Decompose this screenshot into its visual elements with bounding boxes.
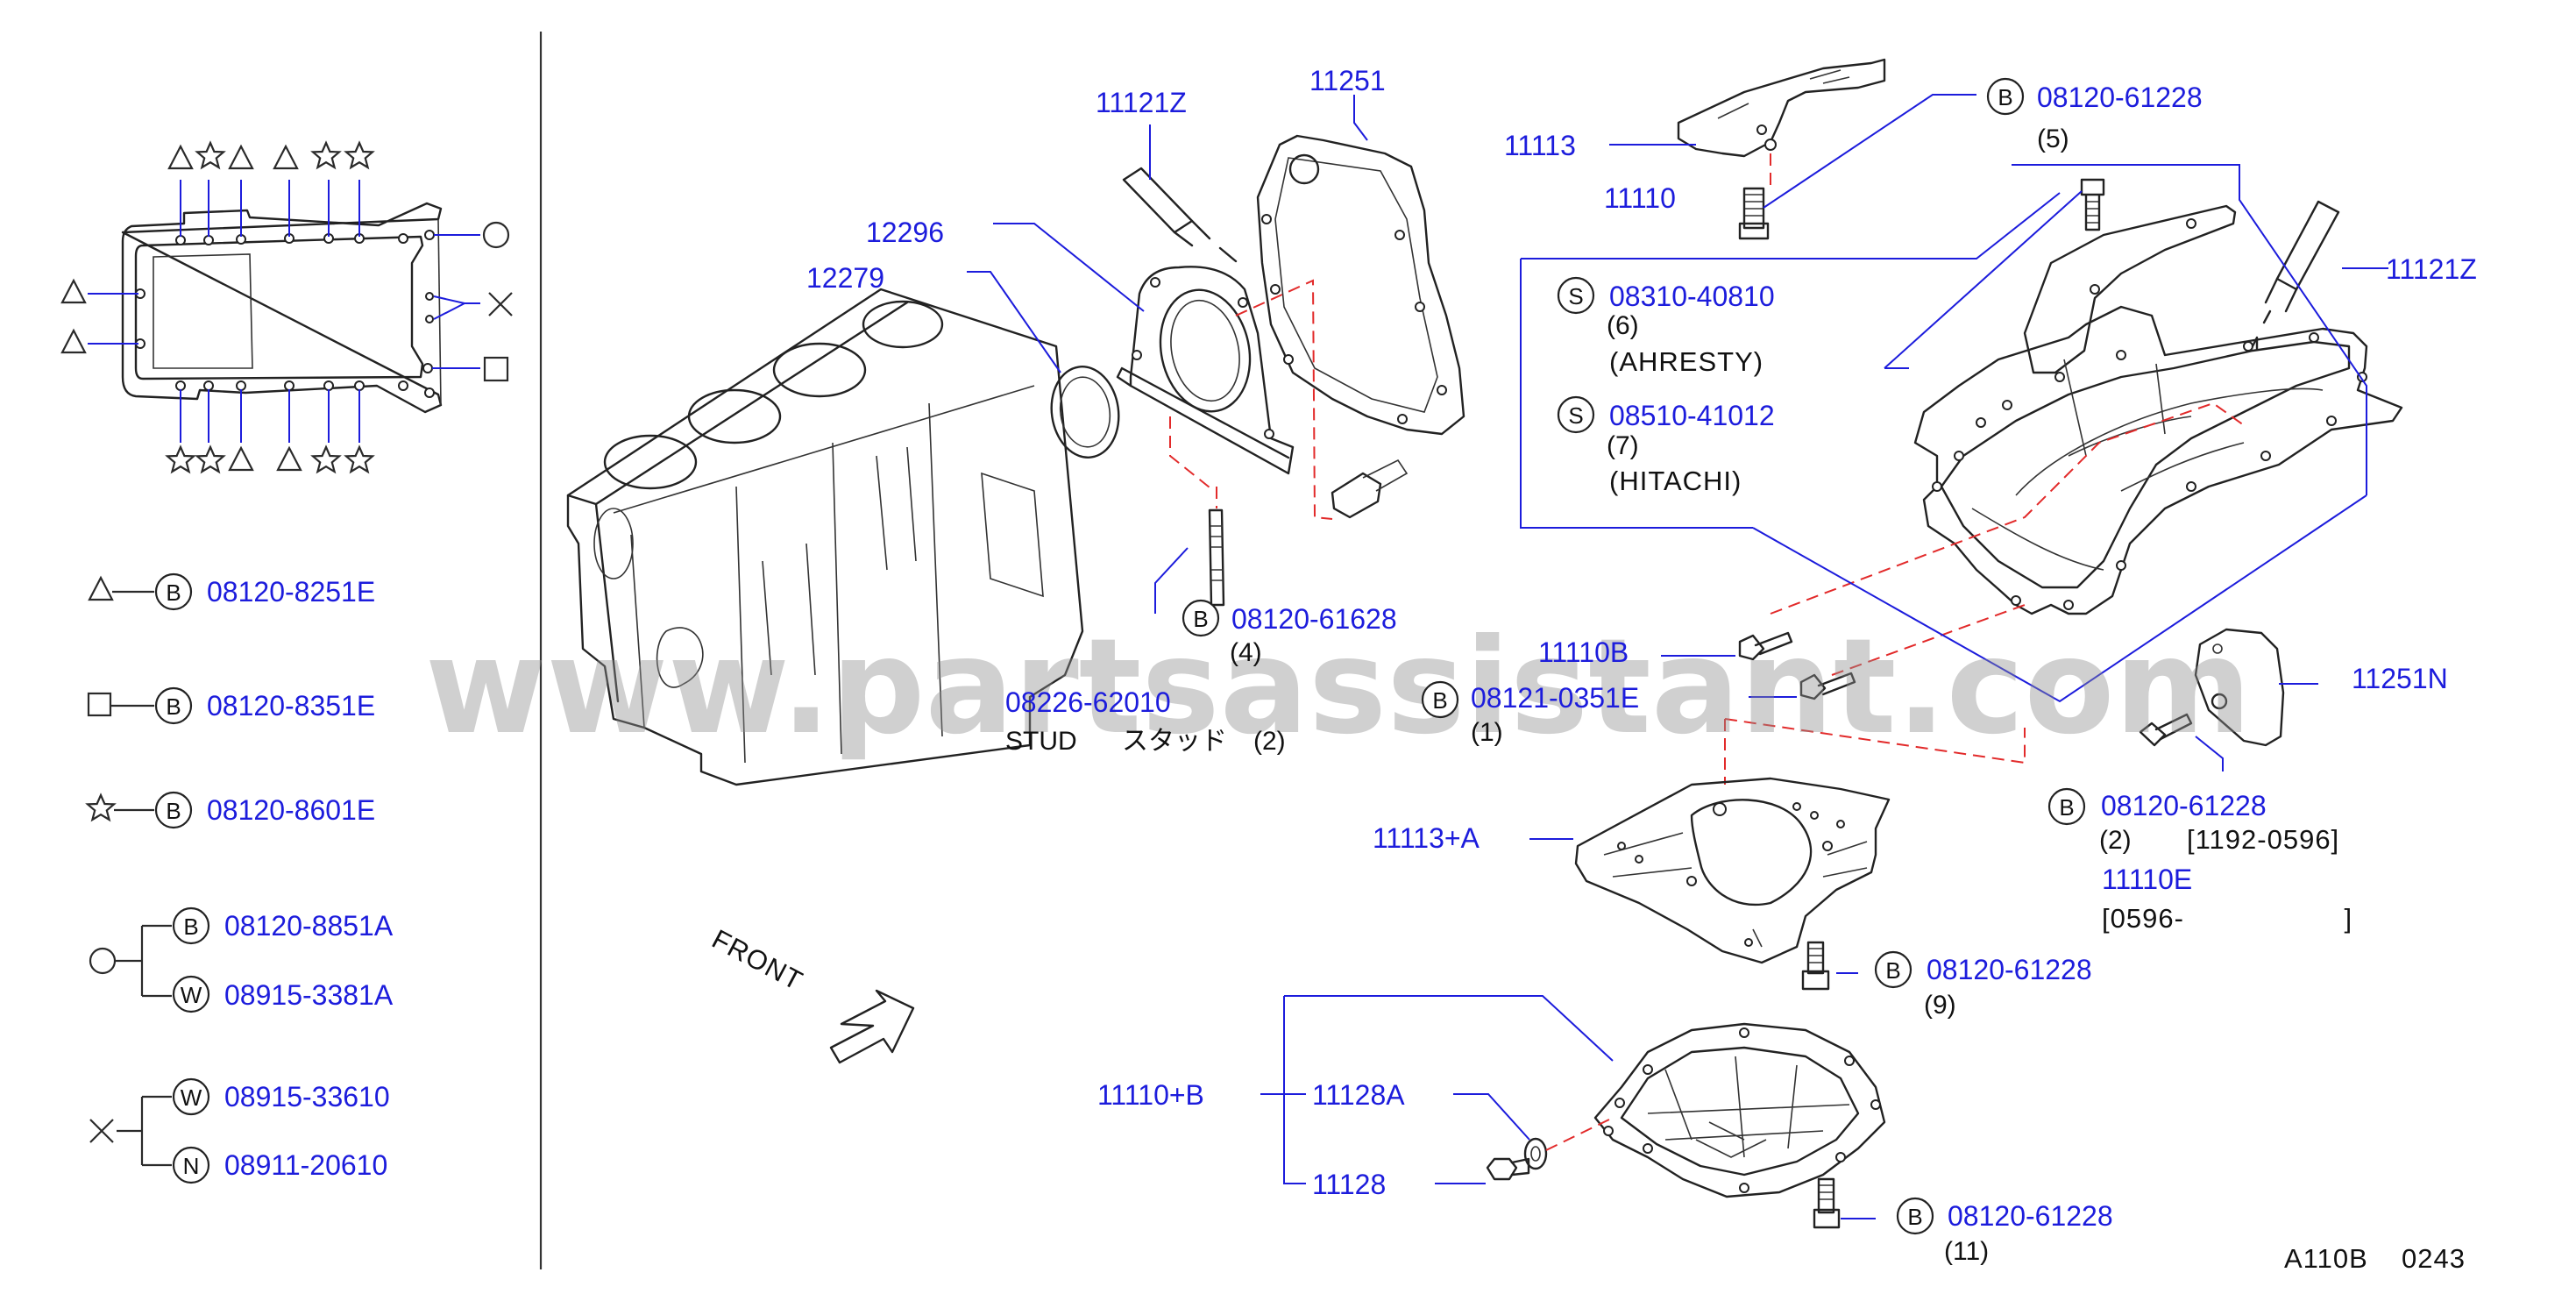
sealant-tube-right [2262, 200, 2340, 324]
red-guide-drain [1545, 1117, 1614, 1151]
rear-oil-seal-ring [1050, 366, 1120, 459]
legend-panel: B 08120-8251E B 08120-8351E B 08120-8601… [60, 32, 543, 1269]
rear-plate-gasket [1256, 134, 1465, 436]
legend-row-square: B 08120-8351E [87, 686, 375, 725]
qty-08120-61628: (4) [1230, 638, 1262, 667]
callout-badge-b-4: B [2059, 794, 2074, 821]
part-12279[interactable]: 12279 [806, 262, 884, 294]
part-11128A[interactable]: 11128A [1312, 1079, 1405, 1111]
bolt-above-pan [1738, 187, 1770, 240]
watermark: www.partsassistant.com [425, 611, 2252, 764]
part-11121Z-top[interactable]: 11121Z [1096, 87, 1187, 118]
part-11121Z-right[interactable]: 11121Z [2386, 253, 2477, 285]
note-ahresty: (AHRESTY) [1609, 346, 1763, 377]
baffle-plate-11113A [1574, 777, 1891, 964]
front-direction-arrow [829, 989, 915, 1064]
footer-number: 0243 [2402, 1243, 2466, 1274]
lower-oil-pan-11110B [1593, 1022, 1886, 1198]
legend-cross-part-1[interactable]: 08915-33610 [224, 1081, 390, 1113]
stud-label: STUD [1005, 727, 1077, 756]
legend-circle-badge-2: W [181, 982, 202, 1008]
red-guide-lines-pan [1724, 153, 2245, 785]
qty-08121-0351E: (1) [1471, 718, 1503, 747]
front-label: FRONT [707, 923, 808, 996]
upper-oil-pan-11110 [1913, 305, 2403, 615]
callout-labels: 11121Z 11251 12296 12279 11113 11110 B 0… [707, 65, 2477, 1274]
legend-row-star: B 08120-8601E [86, 791, 375, 829]
legend-row-triangle: B 08120-8251E [88, 572, 375, 611]
part-08121-0351E[interactable]: 08121-0351E [1471, 682, 1639, 714]
stud-label-jp: スタッド [1122, 727, 1227, 756]
callout-badge-b-5: B [1885, 957, 1900, 984]
cylinder-block-drawing [566, 288, 1084, 786]
red-guide-lines-seal [1169, 279, 1333, 520]
part-11251N[interactable]: 11251N [2352, 663, 2448, 694]
legend-star-badge: B [166, 798, 181, 824]
part-08120-61228-d[interactable]: 08120-61228 [1948, 1200, 2113, 1232]
drain-washer-and-plug [1486, 1137, 1548, 1181]
bolt-baffle [1801, 941, 1830, 991]
stud-and-bolts-center [1208, 459, 1409, 607]
part-08510-41012[interactable]: 08510-41012 [1609, 400, 1775, 431]
legend-square-part[interactable]: 08120-8351E [207, 690, 375, 722]
legend-cross-badge-2: N [183, 1153, 200, 1179]
part-08120-61228-c[interactable]: 08120-61228 [1927, 954, 2092, 985]
gasket-bolt-pattern-figure [60, 141, 513, 473]
part-11251[interactable]: 11251 [1309, 65, 1386, 96]
qty-08120-61228-c: (9) [1924, 991, 1956, 1020]
legend-circle-badge-1: B [183, 914, 198, 940]
cover-11251N [2194, 628, 2285, 747]
qty-stud: (2) [1253, 727, 1286, 756]
bolt-11251N [2139, 713, 2193, 747]
bolt-upper-right [2080, 178, 2105, 231]
legend-circle-part-1[interactable]: 08120-8851A [224, 910, 394, 942]
part-08310-40810[interactable]: 08310-40810 [1609, 281, 1775, 312]
part-11113A[interactable]: 11113+A [1373, 822, 1480, 854]
rear-seal-cap [2023, 204, 2237, 374]
legend-star-part[interactable]: 08120-8601E [207, 794, 375, 826]
callout-badge-b-3: B [1432, 687, 1447, 714]
qty-08510-41012: (7) [1607, 431, 1639, 460]
legend-cross-badge-1: W [181, 1084, 202, 1111]
part-11128[interactable]: 11128 [1312, 1169, 1386, 1200]
part-08226-62010[interactable]: 08226-62010 [1005, 686, 1171, 718]
callout-badge-b-2: B [1193, 606, 1208, 632]
bolt-lower-pan [1813, 1177, 1841, 1229]
part-11110E[interactable]: 11110E [2102, 864, 2192, 895]
legend-row-circle: B 08120-8851A W 08915-3381A [89, 906, 394, 1013]
callout-badge-s-1: S [1568, 283, 1583, 309]
legend-triangle-badge: B [166, 579, 181, 606]
sealant-tube-top [1122, 167, 1238, 263]
range-11110E: [0596- ] [2102, 903, 2352, 934]
callout-badge-b-6: B [1907, 1204, 1922, 1230]
rear-oil-seal-retainer [1116, 266, 1295, 475]
qty-08120-61228-d: (11) [1944, 1237, 1989, 1266]
part-08120-61628[interactable]: 08120-61628 [1231, 603, 1397, 635]
qty-08310-40810: (6) [1607, 311, 1639, 340]
part-08120-61228-a[interactable]: 08120-61228 [2037, 82, 2203, 113]
part-11113[interactable]: 11113 [1504, 130, 1576, 161]
qty-08120-61228-b: (2) [2099, 826, 2132, 855]
part-11110[interactable]: 11110 [1604, 182, 1676, 214]
range-08120-61228-b: [1192-0596] [2187, 824, 2339, 855]
part-11110B-plus[interactable]: 11110+B [1097, 1079, 1204, 1111]
legend-cross-part-2[interactable]: 08911-20610 [224, 1149, 387, 1181]
legend-triangle-part[interactable]: 08120-8251E [207, 576, 375, 608]
legend-circle-part-2[interactable]: 08915-3381A [224, 979, 394, 1011]
callout-badge-b-1: B [1998, 84, 2012, 110]
part-12296[interactable]: 12296 [866, 217, 944, 248]
leader-lines [967, 94, 2388, 1219]
qty-08120-61228-a: (5) [2037, 124, 2069, 153]
baffle-plate-11113 [1677, 58, 1886, 158]
note-hitachi: (HITACHI) [1609, 466, 1742, 496]
footer-code: A110B [2284, 1243, 2368, 1274]
part-11110B[interactable]: 11110B [1538, 636, 1629, 668]
part-08120-61228-b[interactable]: 08120-61228 [2101, 790, 2267, 821]
legend-row-cross: W 08915-33610 N 08911-20610 [89, 1077, 390, 1184]
bolts-11110B [1738, 631, 1856, 700]
callout-badge-s-2: S [1568, 402, 1583, 429]
legend-square-badge: B [166, 693, 181, 720]
